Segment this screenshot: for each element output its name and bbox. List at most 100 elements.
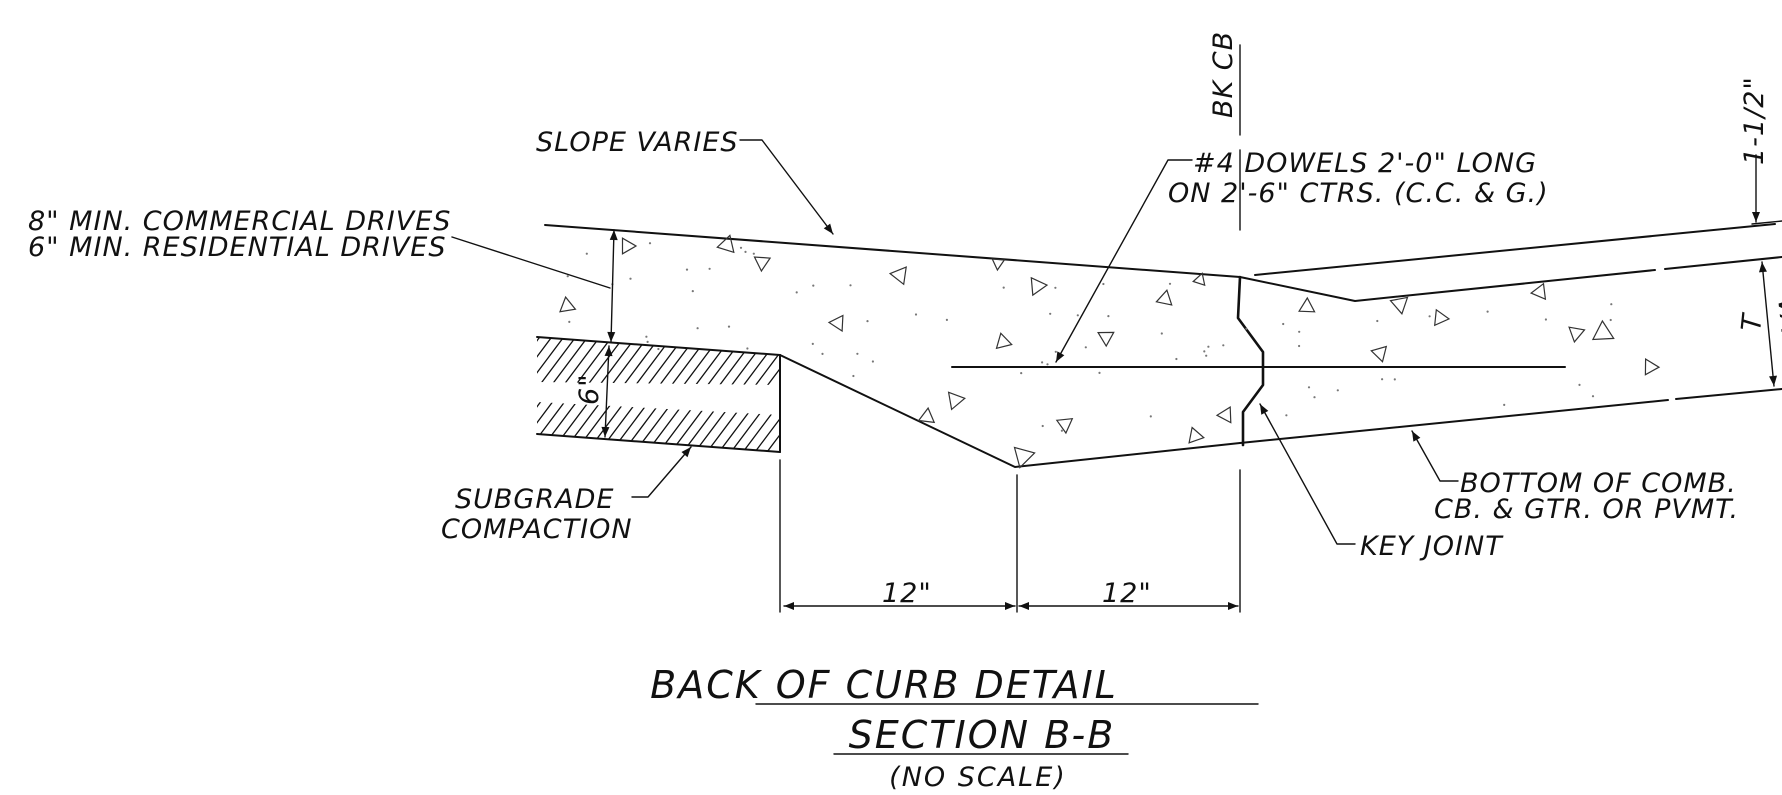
bk-cb-label: BK CB — [1208, 31, 1239, 118]
aggregate-mark — [991, 258, 1006, 272]
aggregate-dot — [1486, 310, 1489, 313]
aggregate-dot — [856, 352, 859, 355]
aggregate-dot — [1076, 314, 1079, 317]
key-joint-profile — [1236, 275, 1265, 447]
curb-and-gutter — [951, 223, 1782, 447]
aggregate-dot — [1393, 378, 1396, 381]
hatch-line — [537, 402, 581, 452]
hatch-line — [643, 337, 690, 385]
aggregate-dot — [914, 313, 918, 316]
hatch-line — [788, 330, 833, 390]
hatch-line — [788, 398, 832, 456]
aggregate-dot — [1149, 415, 1152, 418]
aggregate-dot — [752, 252, 755, 255]
detail-title: BACK OF CURB DETAIL — [650, 663, 1118, 707]
aggregate-dot — [795, 291, 798, 294]
aggregate-dot — [1207, 345, 1210, 348]
aggregate-mark — [1188, 426, 1205, 444]
subgrade-bottom-line — [536, 433, 781, 453]
hatch-line — [643, 402, 689, 452]
aggregate-dot — [691, 290, 694, 293]
hatch-line — [537, 402, 557, 452]
aggregate-dot — [1002, 286, 1005, 289]
subgrade-label-line1: SUBGRADE — [455, 484, 614, 515]
aggregate-dot — [871, 360, 875, 363]
aggregate-mark — [1215, 406, 1232, 424]
hatch-line — [751, 337, 780, 385]
aggregate-mark — [753, 256, 772, 273]
hatch-line — [691, 337, 738, 385]
bottom-label-line2: CB. & GTR. OR PVMT. — [1434, 494, 1739, 525]
subgrade-label-line2: COMPACTION — [441, 514, 633, 545]
aggregate-dot — [646, 340, 649, 343]
key-joint-label: KEY JOINT — [1360, 531, 1504, 562]
aggregate-dot — [1307, 386, 1311, 389]
hatch-line — [715, 337, 762, 385]
bottom-label-line1: BOTTOM OF COMB. — [1460, 468, 1737, 499]
hatch-line — [751, 402, 780, 452]
aggregate-dot — [849, 284, 852, 287]
concrete-aggregate — [559, 234, 1661, 469]
hatch-line — [739, 402, 780, 452]
leaders — [451, 139, 1459, 545]
aggregate-dot — [812, 284, 815, 287]
hatch-line — [537, 402, 569, 452]
aggregate-dot — [1578, 383, 1581, 386]
hatch-line — [631, 337, 678, 385]
hatch-line — [607, 402, 653, 452]
aggregate-dot — [696, 327, 699, 330]
hatch-line — [715, 402, 761, 452]
aggregate-mark — [1030, 276, 1049, 297]
aggregate-dot — [1054, 350, 1057, 353]
aggregate-mark — [716, 234, 735, 254]
scale-note: (NO SCALE) — [889, 762, 1067, 793]
aggregate-dot — [1591, 395, 1595, 398]
top-thickness-label: 1-1/2" — [1739, 76, 1770, 165]
aggregate-mark — [917, 406, 936, 424]
hatch-line — [537, 402, 545, 452]
aggregate-dot — [1107, 315, 1110, 318]
aggregate-dot — [1222, 344, 1225, 347]
aggregate-mark — [947, 391, 966, 411]
hatch-line — [763, 402, 780, 452]
aggregate-mark — [1155, 289, 1173, 306]
aggregate-dot — [566, 275, 569, 278]
six-inch-label: 6" — [574, 373, 605, 405]
section-title: SECTION B-B — [849, 713, 1116, 757]
hatch-line — [537, 337, 558, 385]
pavement-bottom-line — [1675, 388, 1782, 400]
varies-label: VARIES — [1771, 295, 1782, 400]
aggregate-dot — [685, 268, 689, 271]
residential-drives-label: 6" MIN. RESIDENTIAL DRIVES — [28, 232, 447, 263]
aggregate-dot — [1203, 350, 1206, 353]
aggregate-mark — [559, 295, 577, 313]
hatch-line — [775, 337, 780, 385]
hatch-line — [775, 402, 780, 452]
subgrade-depth-dimension — [601, 345, 613, 438]
aggregate-dot — [1102, 282, 1105, 286]
dimension-12in-left — [779, 459, 1018, 613]
driveway-slab — [536, 224, 1241, 468]
slope-varies-label: SLOPE VARIES — [536, 127, 739, 158]
hatch-line — [537, 337, 582, 385]
hatch-line — [595, 402, 641, 452]
aggregate-dot — [1313, 396, 1316, 399]
aggregate-mark — [1192, 272, 1206, 287]
hatch-line — [763, 337, 780, 385]
aggregate-mark — [1644, 358, 1661, 376]
hatch-line — [559, 402, 605, 452]
slab-thickness-dimension — [607, 229, 618, 343]
hatch-line — [571, 402, 617, 452]
aggregate-dot — [852, 374, 855, 378]
aggregate-dot — [866, 320, 869, 323]
aggregate-dot — [1060, 429, 1063, 432]
aggregate-dot — [746, 347, 749, 350]
aggregate-dot — [568, 320, 571, 323]
gutter-surface-continuation — [1664, 256, 1782, 270]
aggregate-mark — [1370, 345, 1388, 363]
subgrade-top-line — [536, 336, 781, 356]
aggregate-dot — [1336, 389, 1339, 392]
aggregate-dot — [645, 335, 648, 338]
pavement-top-line — [1254, 223, 1776, 276]
